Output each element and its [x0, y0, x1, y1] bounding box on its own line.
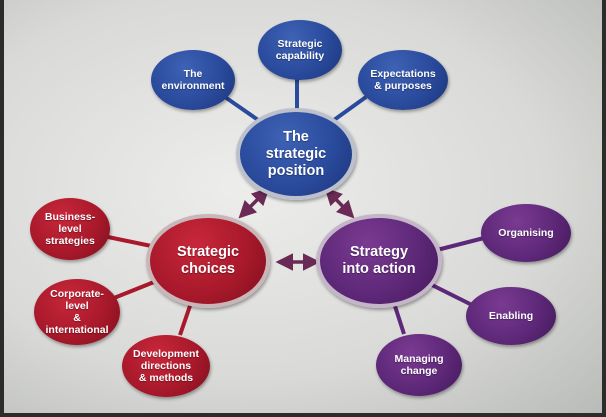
node-strategy-into-action: Strategy into action: [316, 214, 442, 308]
node-strategic-choices: Strategic choices: [146, 214, 270, 308]
spoke-environment: [223, 95, 263, 124]
node-strategic-capability: Strategic capability: [258, 20, 342, 80]
spoke-expectations: [332, 95, 368, 122]
node-the-environment: The environment: [151, 50, 235, 110]
node-business-level-strategies: Business- level strategies: [30, 198, 110, 260]
node-organising: Organising: [481, 204, 571, 262]
node-enabling: Enabling: [466, 287, 556, 345]
node-managing-change: Managing change: [376, 334, 462, 396]
connector-layer: [107, 78, 485, 336]
spoke-business: [107, 235, 157, 249]
node-expectations-purposes: Expectations & purposes: [358, 50, 448, 110]
spoke-managing: [392, 302, 406, 335]
arrow-position-choices: [238, 187, 270, 219]
node-strategic-position: The strategic position: [236, 108, 356, 200]
spoke-corporate: [113, 278, 160, 300]
diagram-canvas: The strategic position Strategic choices…: [4, 0, 602, 413]
arrow-position-action: [324, 187, 355, 219]
spoke-organising: [436, 236, 485, 252]
spoke-enabling: [431, 283, 473, 307]
node-corporate-level-international: Corporate- level & international: [34, 279, 120, 345]
node-development-directions-methods: Development directions & methods: [122, 335, 210, 397]
